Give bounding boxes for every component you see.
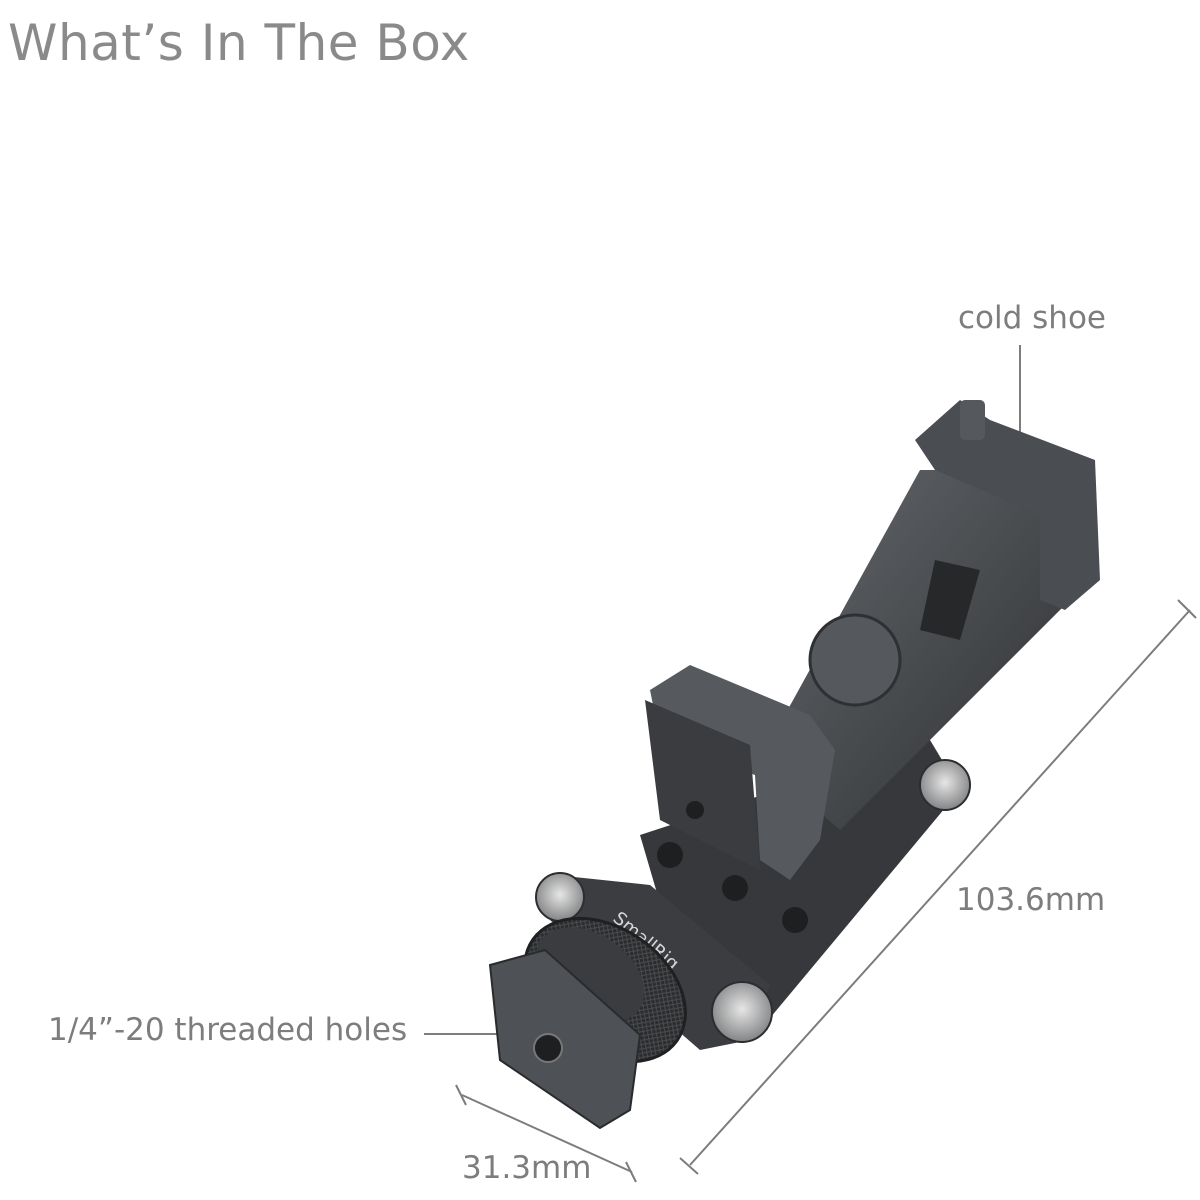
width-dimension-line: [461, 1094, 633, 1173]
callout-lines: [424, 345, 1197, 1183]
length-dimension-line: [689, 609, 1191, 1166]
page-title: What’s In The Box: [8, 14, 470, 72]
width-label: 31.3mm: [462, 1150, 592, 1186]
cold-shoe-label: cold shoe: [958, 300, 1106, 336]
mount-body: SmallRig: [488, 400, 1100, 1130]
shoe-foot: [488, 948, 642, 1130]
center-plate-disc: [808, 613, 902, 707]
arm-holes: [657, 801, 808, 933]
threaded-hole: [533, 1033, 563, 1063]
cold-shoe: [915, 400, 1100, 610]
threaded-holes-label: 1/4”-20 threaded holes: [48, 1012, 408, 1048]
length-label: 103.6mm: [956, 882, 1106, 918]
